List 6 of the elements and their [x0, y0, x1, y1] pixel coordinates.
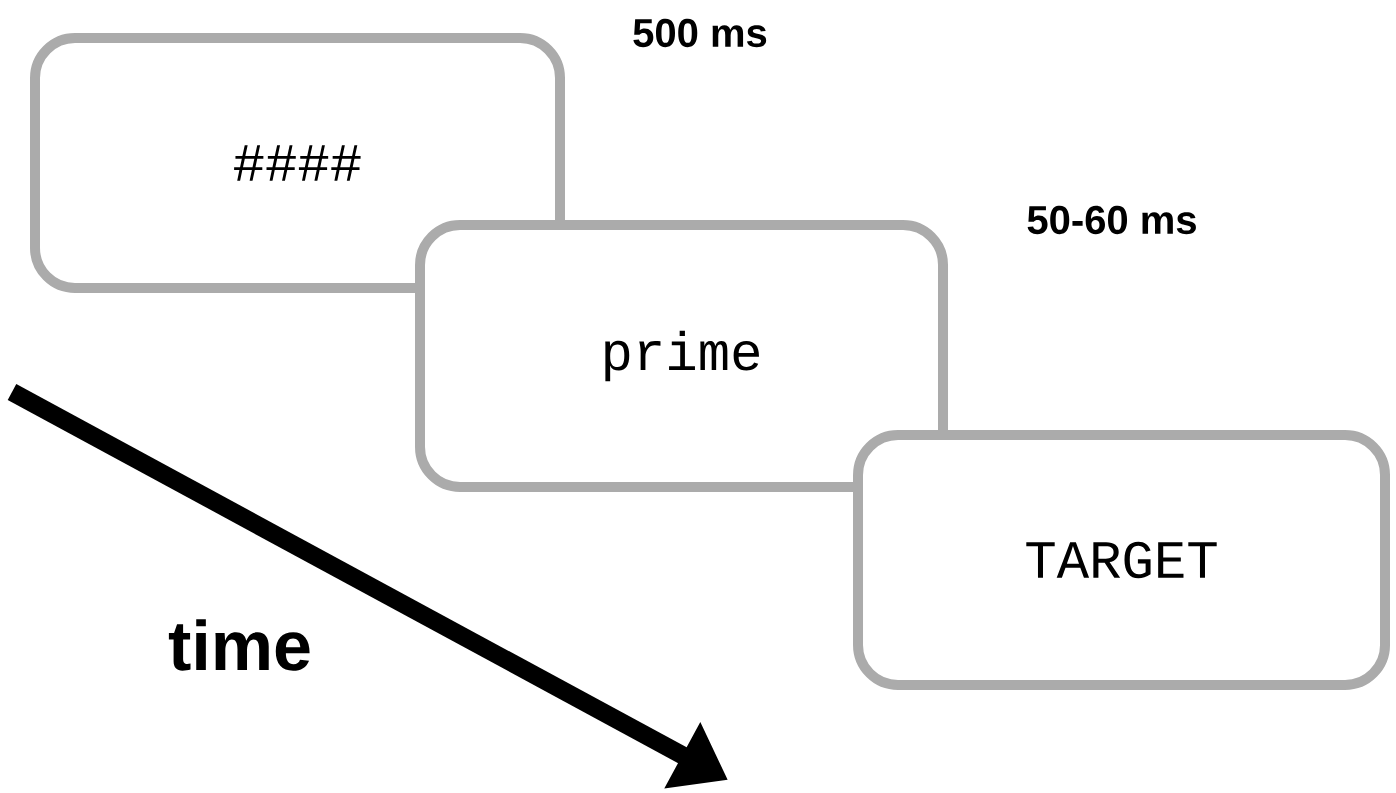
time-label: time [168, 619, 310, 671]
duration-label: 50-60 ms [1027, 205, 1196, 235]
stimulus-box: #### [30, 33, 565, 293]
stimulus-box: TARGET [853, 430, 1390, 690]
duration-label: 500 ms [633, 18, 767, 48]
stimulus-box: prime [415, 220, 948, 492]
